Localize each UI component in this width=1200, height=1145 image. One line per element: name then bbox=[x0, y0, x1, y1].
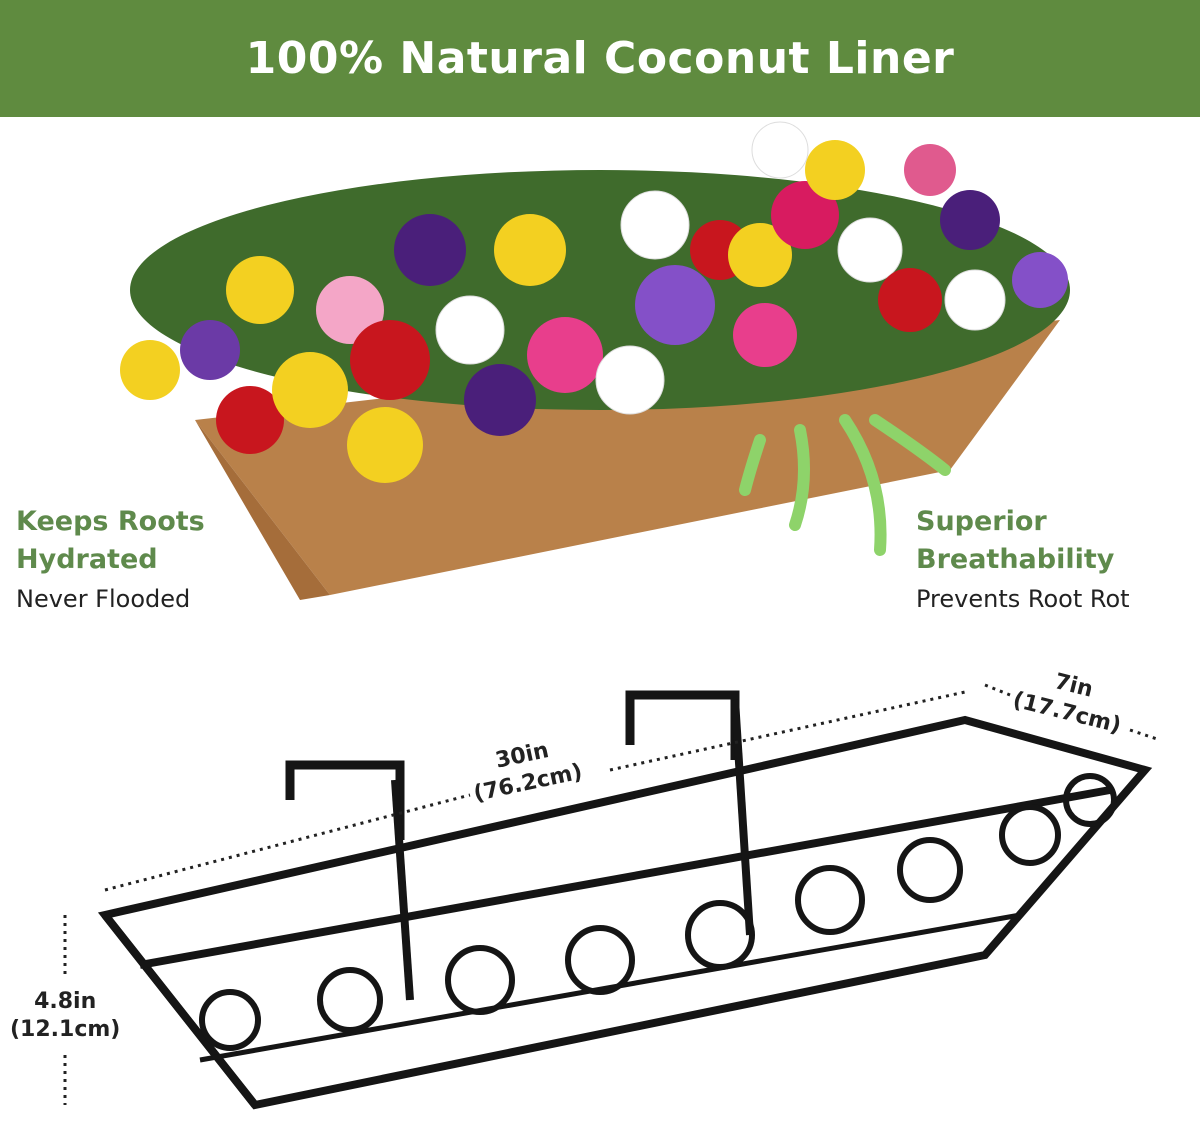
dimension-lines bbox=[63, 683, 1161, 1105]
page-title: 100% Natural Coconut Liner bbox=[245, 33, 955, 84]
height-dimension: 4.8in (12.1cm) bbox=[10, 988, 120, 1044]
airflow-arrow-icons bbox=[739, 414, 951, 556]
coconut-liner-image bbox=[120, 121, 1070, 600]
feature-title: Superior bbox=[916, 506, 1047, 537]
feature-title: Hydrated bbox=[16, 544, 158, 575]
feature-hydrated: Keeps Roots Hydrated Never Flooded bbox=[16, 503, 205, 619]
height-in: 4.8in bbox=[34, 989, 97, 1014]
feature-title: Breathability bbox=[916, 544, 1115, 575]
height-cm: (12.1cm) bbox=[10, 1017, 121, 1042]
feature-subtitle: Never Flooded bbox=[16, 585, 191, 613]
header-banner: 100% Natural Coconut Liner bbox=[0, 0, 1200, 117]
flowers bbox=[120, 121, 1070, 483]
feature-subtitle: Prevents Root Rot bbox=[916, 585, 1130, 613]
feature-title: Keeps Roots bbox=[16, 506, 205, 537]
metal-planter-image bbox=[97, 690, 1153, 1110]
feature-breathability: Superior Breathability Prevents Root Rot bbox=[916, 503, 1130, 619]
